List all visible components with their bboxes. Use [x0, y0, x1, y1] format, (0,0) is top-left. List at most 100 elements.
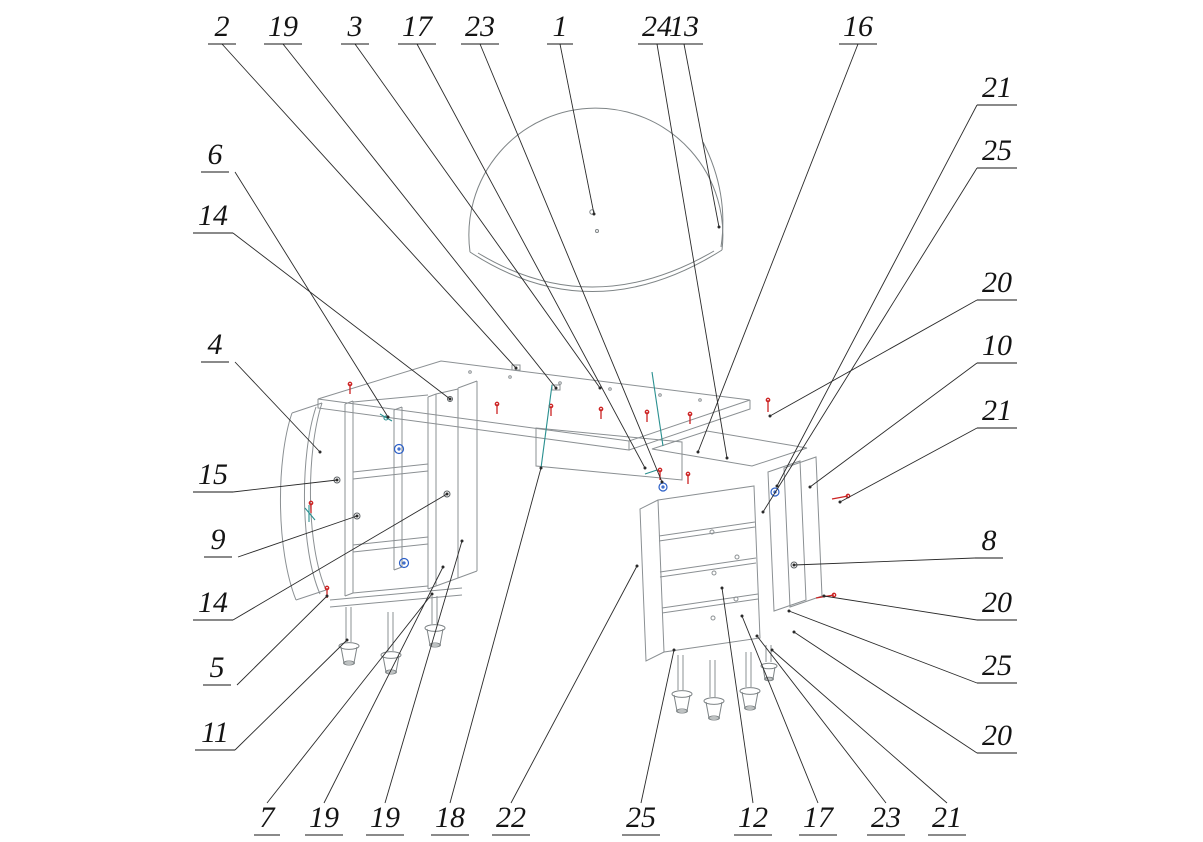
- leader-line: [234, 361, 321, 453]
- leader-dot: [441, 565, 445, 569]
- leader-line: [232, 232, 451, 400]
- leader-dot: [445, 492, 449, 496]
- callout-number: 5: [210, 651, 225, 684]
- side-panel-exploded: [457, 380, 478, 579]
- leader-line: [809, 362, 978, 488]
- callout: 13: [665, 10, 721, 229]
- leader-dot: [643, 466, 647, 470]
- leg: [431, 596, 438, 624]
- leader-line: [266, 593, 433, 804]
- screw-icon: [687, 411, 693, 424]
- callout: 8: [792, 524, 1003, 567]
- leader-line: [721, 587, 754, 804]
- callout-number: 20: [982, 719, 1012, 752]
- leader-line: [697, 43, 859, 453]
- leader-dot: [554, 386, 558, 390]
- mirror: [468, 107, 724, 292]
- drawer-unit: [639, 430, 823, 697]
- leader-dot: [660, 480, 664, 484]
- leader-dot: [717, 225, 721, 229]
- callout: 14: [193, 199, 452, 401]
- callout-number: 21: [982, 394, 1012, 427]
- leader-line: [559, 43, 595, 215]
- callout-number: 23: [465, 10, 495, 43]
- top-panel-exploded: [651, 430, 808, 467]
- leader-line: [510, 565, 638, 804]
- leader-line: [234, 639, 348, 751]
- callout-number: 2: [215, 10, 230, 43]
- drawer-carcass: [657, 485, 761, 653]
- leader-line: [769, 299, 978, 417]
- callout: 25: [622, 648, 676, 836]
- callout-number: 16: [843, 10, 873, 43]
- callout-number: 22: [496, 801, 526, 834]
- leader-dot: [318, 450, 322, 454]
- leader-dot: [755, 634, 759, 638]
- leader-dot: [460, 539, 464, 543]
- leader-line: [232, 479, 338, 493]
- leader-line: [323, 566, 444, 804]
- hinge-icon: [393, 443, 405, 455]
- callout-number: 19: [309, 801, 339, 834]
- drawer-gap: [658, 521, 756, 542]
- leader-dot: [514, 366, 518, 370]
- callout: 12: [720, 586, 772, 836]
- leg: [745, 652, 752, 687]
- leader-dot: [635, 564, 639, 568]
- screw-icon: [685, 471, 691, 484]
- leader-line: [479, 43, 663, 483]
- callout-number: 14: [198, 586, 228, 619]
- leader-dot: [592, 212, 596, 216]
- callout: 20: [822, 586, 1017, 621]
- leader-line: [237, 515, 358, 558]
- callout: 19: [264, 10, 558, 390]
- leader-dot: [345, 638, 349, 642]
- shelf: [352, 463, 429, 480]
- leader-dot: [335, 478, 339, 482]
- callout: 14: [193, 492, 449, 621]
- callout-number: 23: [871, 801, 901, 834]
- leader-line: [640, 649, 675, 804]
- callout: 20: [792, 630, 1017, 754]
- callout: 21: [775, 71, 1017, 488]
- leader-dot: [325, 594, 329, 598]
- leg: [345, 607, 352, 642]
- leader-line: [771, 649, 948, 804]
- leader-dot: [775, 484, 779, 488]
- furniture-drawing: [280, 107, 851, 721]
- leader-dot: [696, 450, 700, 454]
- callout-number: 12: [738, 801, 768, 834]
- callout-number: 24: [642, 10, 672, 43]
- leader-line: [354, 43, 601, 389]
- leader-line: [656, 43, 728, 459]
- callout: 25: [787, 609, 1017, 684]
- callout: 11: [195, 638, 349, 751]
- leader-dot: [598, 386, 602, 390]
- callout-number: 14: [198, 199, 228, 232]
- screw-icon: [548, 403, 554, 416]
- callout: 15: [193, 458, 339, 493]
- callout-number: 25: [982, 649, 1012, 682]
- hinges-blue: [393, 443, 780, 569]
- callout-number: 8: [982, 524, 997, 557]
- leg: [677, 655, 684, 690]
- callout: 4: [201, 328, 322, 454]
- leader-line: [776, 104, 978, 487]
- leader-line: [232, 493, 448, 621]
- drawer-gap: [659, 557, 757, 578]
- callout: 20: [768, 266, 1017, 418]
- screw-icon: [308, 500, 314, 513]
- leg: [387, 612, 394, 651]
- hinge-icon: [398, 557, 410, 569]
- callout: 21: [770, 648, 966, 836]
- leader-dot: [822, 594, 826, 598]
- desk-fitting: [511, 364, 521, 371]
- callout-number: 19: [268, 10, 298, 43]
- mirror-mount-hole: [589, 209, 595, 215]
- hinge-icon: [658, 482, 668, 492]
- leg: [709, 660, 716, 697]
- leader-dot: [720, 586, 724, 590]
- leader-dot: [761, 510, 765, 514]
